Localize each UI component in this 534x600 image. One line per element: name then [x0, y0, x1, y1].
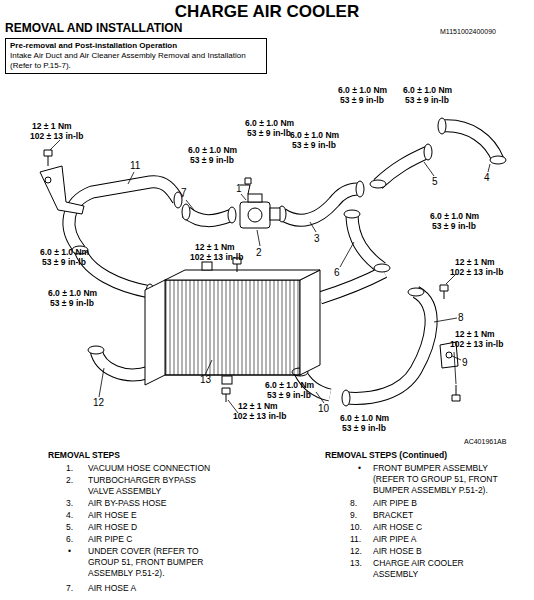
torque-value: 53 ± 9 in-lb — [292, 141, 336, 151]
step-text: 5. — [66, 522, 73, 533]
page-title: CHARGE AIR COOLER — [0, 2, 534, 22]
callout-number: 4 — [484, 172, 490, 184]
step-text: 3. — [66, 498, 73, 509]
torque-value: 6.0 ± 1.0 Nm — [340, 414, 389, 424]
step-text: • — [68, 546, 71, 557]
torque-value: 53 ± 9 in-lb — [432, 222, 476, 232]
step-text: 2. — [66, 475, 73, 486]
torque-value: 102 ± 13 in-lb — [450, 268, 503, 278]
torque-value: 53 ± 9 in-lb — [50, 299, 94, 309]
callout-number: 11 — [130, 160, 140, 172]
hoses — [69, 126, 498, 399]
torque-value: 53 ± 9 in-lb — [405, 96, 449, 106]
torque-value: 6.0 ± 1.0 Nm — [403, 86, 452, 96]
callout-number: 1 — [236, 183, 242, 195]
list-heading: REMOVAL STEPS (Continued) — [325, 450, 447, 461]
torque-value: 12 ± 1 Nm — [238, 402, 278, 412]
torque-value: 53 ± 9 in-lb — [247, 129, 291, 139]
section-heading: REMOVAL AND INSTALLATION — [5, 22, 182, 36]
callout-number: 3 — [314, 233, 320, 245]
callout-number: 8 — [458, 312, 464, 324]
torque-value: 12 ± 1 Nm — [455, 330, 495, 340]
step-text: AIR PIPE B — [373, 498, 417, 509]
torque-value: 6.0 ± 1.0 Nm — [430, 212, 479, 222]
hose-clamps — [72, 118, 506, 406]
step-text: AIR PIPE A — [373, 534, 416, 545]
bypass-valve — [240, 185, 280, 228]
torque-value: 12 ± 1 Nm — [455, 258, 495, 268]
step-text: TURBOCHARGER BYPASS VALVE ASSEMBLY — [88, 475, 208, 497]
torque-value: 6.0 ± 1.0 Nm — [338, 86, 387, 96]
torque-value: 6.0 ± 1.0 Nm — [48, 289, 97, 299]
callout-number: 12 — [93, 397, 104, 409]
callout-number: 6 — [334, 267, 340, 279]
leader-lines — [50, 140, 490, 413]
step-text: 13. — [350, 558, 362, 569]
torque-value: 6.0 ± 1.0 Nm — [290, 131, 339, 141]
note-heading: Pre-removal and Post-installation Operat… — [10, 41, 262, 51]
figure-code: M1151002400090 — [440, 28, 496, 36]
torque-value: 102 ± 13 in-lb — [190, 253, 243, 263]
callout-number: 9 — [462, 357, 468, 369]
list-heading: REMOVAL STEPS — [48, 450, 120, 461]
torque-value: 53 ± 9 in-lb — [342, 424, 386, 434]
step-text: VACUUM HOSE CONNECTION — [88, 463, 210, 474]
step-text: • — [358, 463, 361, 474]
step-text: FRONT BUMPER ASSEMBLY (REFER TO GROUP 51… — [373, 463, 503, 496]
step-text: AIR HOSE B — [373, 546, 422, 557]
step-text: AIR HOSE E — [88, 510, 137, 521]
charge-air-cooler — [145, 262, 320, 385]
step-text: AIR BY-PASS HOSE — [88, 498, 166, 509]
torque-value: 53 ± 9 in-lb — [267, 391, 311, 401]
torque-value: 53 ± 9 in-lb — [42, 258, 86, 268]
step-text: AIR PIPE C — [88, 534, 132, 545]
step-text: CHARGE AIR COOLER ASSEMBLY — [373, 558, 493, 580]
step-text: 6. — [66, 534, 73, 545]
step-text: AIR HOSE C — [373, 522, 422, 533]
callout-number: 2 — [256, 247, 262, 259]
bracket — [40, 166, 458, 368]
step-text: 9. — [350, 510, 357, 521]
torque-value: 12 ± 1 Nm — [195, 243, 235, 253]
torque-value: 6.0 ± 1.0 Nm — [245, 119, 294, 129]
step-text: 4. — [66, 510, 73, 521]
callout-number: 7 — [181, 187, 187, 199]
torque-value: 6.0 ± 1.0 Nm — [265, 381, 314, 391]
step-text: 12. — [350, 546, 362, 557]
torque-value: 102 ± 13 in-lb — [233, 412, 286, 422]
step-text: 7. — [66, 583, 73, 594]
callout-number: 5 — [432, 176, 438, 188]
bolts — [44, 150, 460, 402]
note-box: Pre-removal and Post-installation Operat… — [5, 38, 267, 74]
torque-value: 102 ± 13 in-lb — [30, 132, 83, 142]
step-text: 10. — [350, 522, 362, 533]
callout-number: 10 — [318, 403, 329, 415]
step-text: UNDER COVER (REFER TO GROUP 51, FRONT BU… — [88, 546, 218, 579]
torque-value: 102 ± 13 in-lb — [450, 340, 503, 350]
step-text: 11. — [350, 534, 361, 545]
step-text: AIR HOSE A — [88, 583, 136, 594]
figure-code: AC401961AB — [464, 438, 506, 446]
step-text: AIR HOSE D — [88, 522, 137, 533]
torque-value: 53 ± 9 in-lb — [190, 156, 234, 166]
torque-value: 6.0 ± 1.0 Nm — [40, 248, 89, 258]
torque-value: 53 ± 9 in-lb — [340, 96, 384, 106]
note-body: Intake Air Duct and Air Cleaner Assembly… — [10, 51, 262, 71]
step-text: BRACKET — [373, 510, 413, 521]
callout-number: 13 — [200, 374, 211, 386]
step-text: 1. — [66, 463, 73, 474]
torque-value: 6.0 ± 1.0 Nm — [188, 146, 237, 156]
torque-value: 12 ± 1 Nm — [32, 122, 72, 132]
step-text: 8. — [350, 498, 357, 509]
